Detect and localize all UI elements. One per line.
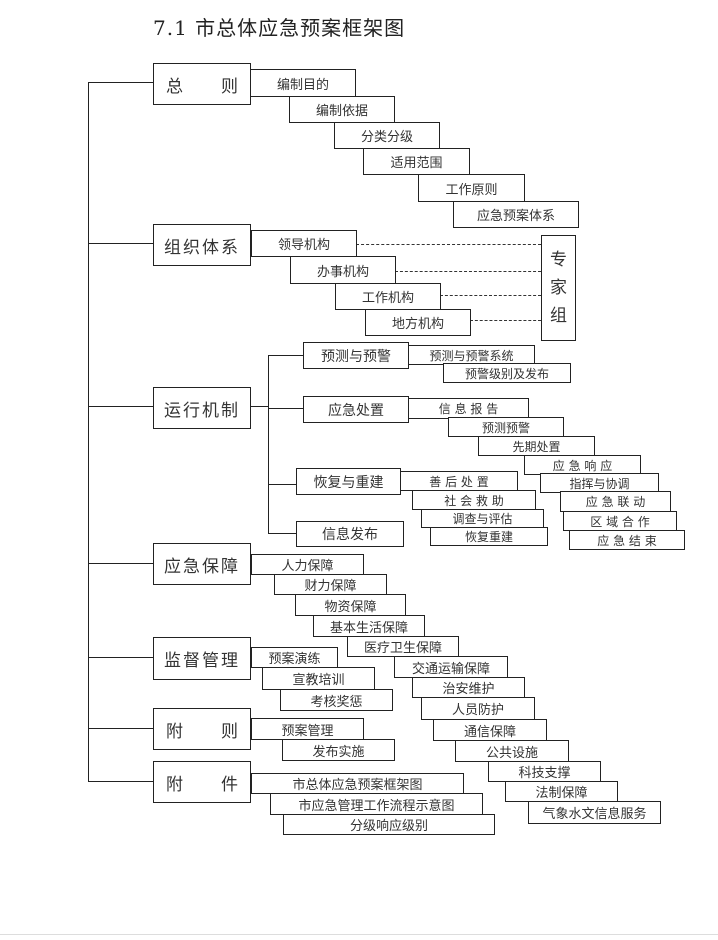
item-box: 财力保障	[274, 574, 387, 595]
section-supervision: 监督管理	[153, 637, 251, 680]
item-box: 分类分级	[334, 122, 440, 149]
label: 专	[550, 250, 567, 270]
item-box: 科技支撑	[488, 761, 601, 782]
item-box: 交通运输保障	[394, 656, 508, 678]
section-general: 总则	[153, 63, 251, 105]
dashed-link	[440, 295, 541, 296]
label: 附	[166, 721, 183, 742]
label: 组	[550, 306, 567, 326]
item-box: 市总体应急预案框架图	[251, 773, 464, 794]
connector	[268, 355, 303, 356]
connector	[268, 533, 296, 534]
connector	[88, 657, 153, 658]
item-box: 公共设施	[455, 740, 569, 762]
item-box: 地方机构	[365, 309, 471, 336]
item-box: 调查与评估	[421, 509, 544, 528]
label: 则	[221, 76, 238, 97]
connector	[251, 406, 268, 407]
connector	[268, 408, 303, 409]
section-support: 应急保障	[153, 543, 251, 585]
item-box: 人力保障	[251, 554, 364, 575]
connector	[88, 781, 153, 782]
item-box: 信 息 报 告	[408, 398, 529, 419]
item-box: 工作原则	[418, 174, 525, 202]
item-box: 宣教培训	[262, 667, 375, 690]
item-box: 工作机构	[335, 283, 441, 310]
item-box: 发布实施	[282, 739, 395, 761]
connector	[88, 563, 153, 564]
dashed-link	[395, 271, 541, 272]
item-box: 治安维护	[412, 677, 525, 698]
item-box: 分级响应级别	[283, 814, 495, 835]
page-bottom-divider	[0, 934, 718, 935]
item-box: 物资保障	[295, 594, 406, 616]
item-box: 市应急管理工作流程示意图	[270, 793, 483, 815]
label: 家	[550, 278, 567, 298]
item-box: 气象水文信息服务	[528, 801, 661, 824]
item-box: 先期处置	[478, 436, 595, 456]
item-box: 人员防护	[421, 697, 535, 720]
subsection-response: 应急处置	[303, 396, 409, 423]
connector	[88, 82, 153, 83]
connector	[268, 484, 296, 485]
section-supplementary-provisions: 附则	[153, 708, 251, 750]
item-box: 应 急 联 动	[560, 491, 671, 512]
subsection-recovery: 恢复与重建	[296, 468, 401, 495]
item-box: 适用范围	[363, 148, 470, 175]
dashed-link	[470, 320, 541, 321]
item-box: 基本生活保障	[313, 615, 425, 637]
section-operations: 运行机制	[153, 387, 251, 429]
item-box: 指挥与协调	[540, 473, 659, 493]
subsection-forecast: 预测与预警	[303, 342, 409, 369]
item-box: 预警级别及发布	[443, 363, 571, 383]
item-box: 应 急 结 束	[569, 530, 685, 550]
item-box: 应急预案体系	[453, 201, 579, 228]
expert-group-box: 专家组	[541, 235, 576, 341]
item-box: 善 后 处 置	[400, 471, 518, 491]
item-box: 法制保障	[505, 781, 618, 802]
section-annex: 附件	[153, 761, 251, 803]
connector	[88, 728, 153, 729]
item-box: 区 域 合 作	[563, 511, 677, 531]
item-box: 恢复重建	[430, 527, 548, 546]
connector	[88, 406, 153, 407]
item-box: 编制依据	[289, 96, 395, 123]
item-box: 预案演练	[251, 647, 338, 668]
subsection-release: 信息发布	[296, 521, 404, 547]
label: 总	[166, 76, 183, 97]
item-box: 办事机构	[290, 256, 396, 284]
item-box: 应 急 响 应	[524, 455, 641, 475]
item-box: 预测与预警系统	[408, 345, 535, 365]
item-box: 考核奖惩	[280, 689, 393, 711]
item-box: 社 会 救 助	[412, 490, 536, 510]
item-box: 预测预警	[448, 417, 564, 437]
label: 附	[166, 774, 183, 795]
label: 则	[221, 721, 238, 742]
ops-branch-line	[268, 355, 269, 533]
item-box: 医疗卫生保障	[347, 636, 459, 657]
section-organization: 组织体系	[153, 224, 251, 266]
connector	[88, 243, 153, 244]
item-box: 领导机构	[251, 230, 357, 257]
page-title: 7.1 市总体应急预案框架图	[153, 16, 406, 40]
item-box: 预案管理	[251, 718, 364, 740]
main-trunk-line	[88, 82, 89, 781]
label: 件	[221, 774, 238, 795]
dashed-link	[356, 244, 541, 245]
item-box: 通信保障	[433, 719, 547, 741]
item-box: 编制目的	[250, 69, 356, 97]
